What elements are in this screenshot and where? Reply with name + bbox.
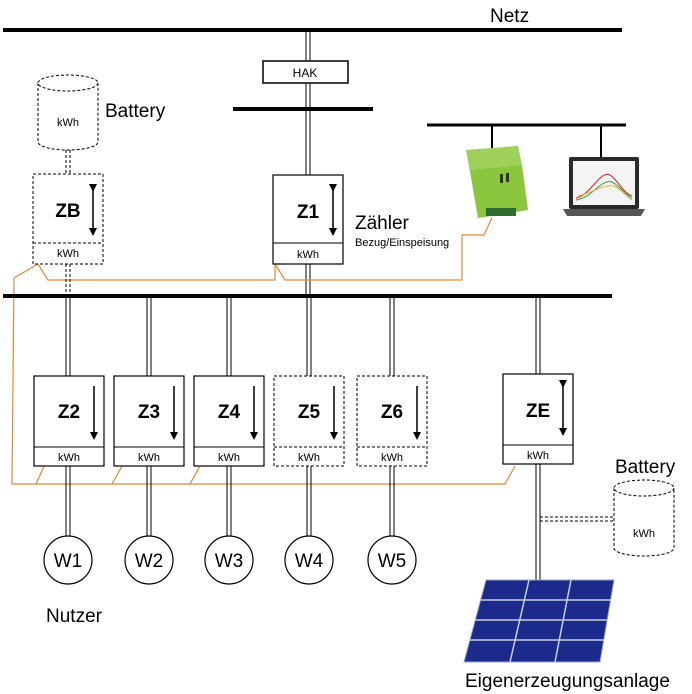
svg-text:kWh: kWh xyxy=(57,248,79,260)
meter-z4-label: Z4 xyxy=(218,402,241,423)
svg-text:W1: W1 xyxy=(54,551,83,572)
meter-title: Zähler xyxy=(355,213,410,234)
users-label: Nutzer xyxy=(46,606,103,627)
battery-right-icon xyxy=(613,479,675,557)
meter-z1: Z1 kWh xyxy=(272,174,344,265)
meter-z3-label: Z3 xyxy=(138,402,160,423)
meter-z1-label: Z1 xyxy=(297,202,320,223)
meter-z6: Z6 kWh xyxy=(356,375,428,467)
data-lines xyxy=(11,217,516,485)
battery-right-label: Battery xyxy=(615,457,676,478)
consumer-w2: W2 xyxy=(124,535,174,585)
meter-ze: ZE kWh xyxy=(502,373,574,465)
svg-text:kWh: kWh xyxy=(527,450,549,462)
consumer-lines xyxy=(65,464,541,582)
laptop-icon xyxy=(563,157,645,216)
svg-text:kWh: kWh xyxy=(297,249,319,261)
solar-panel-icon xyxy=(463,579,615,663)
battery-top-kwh: kWh xyxy=(57,117,79,129)
battery-top-label: Battery xyxy=(105,101,166,122)
svg-text:kWh: kWh xyxy=(58,452,80,464)
grid-label: Netz xyxy=(490,6,529,27)
consumer-w1: W1 xyxy=(43,535,93,585)
battery-top-link xyxy=(65,150,71,174)
hak-label: HAK xyxy=(293,66,318,80)
svg-text:kWh: kWh xyxy=(381,452,403,464)
svg-text:W3: W3 xyxy=(215,551,244,572)
meter-z2-label: Z2 xyxy=(58,402,80,423)
svg-text:kWh: kWh xyxy=(218,452,240,464)
svg-text:kWh: kWh xyxy=(298,452,320,464)
meter-z3: Z3 kWh xyxy=(113,375,185,467)
meter-z5: Z5 kWh xyxy=(273,375,345,467)
battery-top-icon xyxy=(37,74,99,151)
battery-right-kwh: kWh xyxy=(633,528,655,540)
consumer-w3: W3 xyxy=(204,535,254,585)
meter-subtitle: Bezug/Einspeisung xyxy=(355,237,449,249)
feeder-lines xyxy=(65,296,541,376)
consumer-w4: W4 xyxy=(284,535,334,585)
smart-gateway-icon xyxy=(466,146,528,218)
meter-zb-label: ZB xyxy=(55,201,80,222)
svg-text:W4: W4 xyxy=(295,551,324,572)
meter-ze-label: ZE xyxy=(526,401,550,422)
meter-z2: Z2 kWh xyxy=(33,375,105,467)
meter-zb: ZB kWh xyxy=(32,173,104,265)
meter-z4: Z4 kWh xyxy=(193,375,265,467)
svg-text:W2: W2 xyxy=(135,551,164,572)
svg-text:kWh: kWh xyxy=(138,452,160,464)
meter-z6-label: Z6 xyxy=(381,402,403,423)
meter-z5-label: Z5 xyxy=(298,402,321,423)
consumer-w5: W5 xyxy=(367,535,417,585)
generation-label: Eigenerzeugungsanlage xyxy=(465,671,670,692)
svg-text:W5: W5 xyxy=(378,551,407,572)
battery-right-link xyxy=(540,516,614,522)
